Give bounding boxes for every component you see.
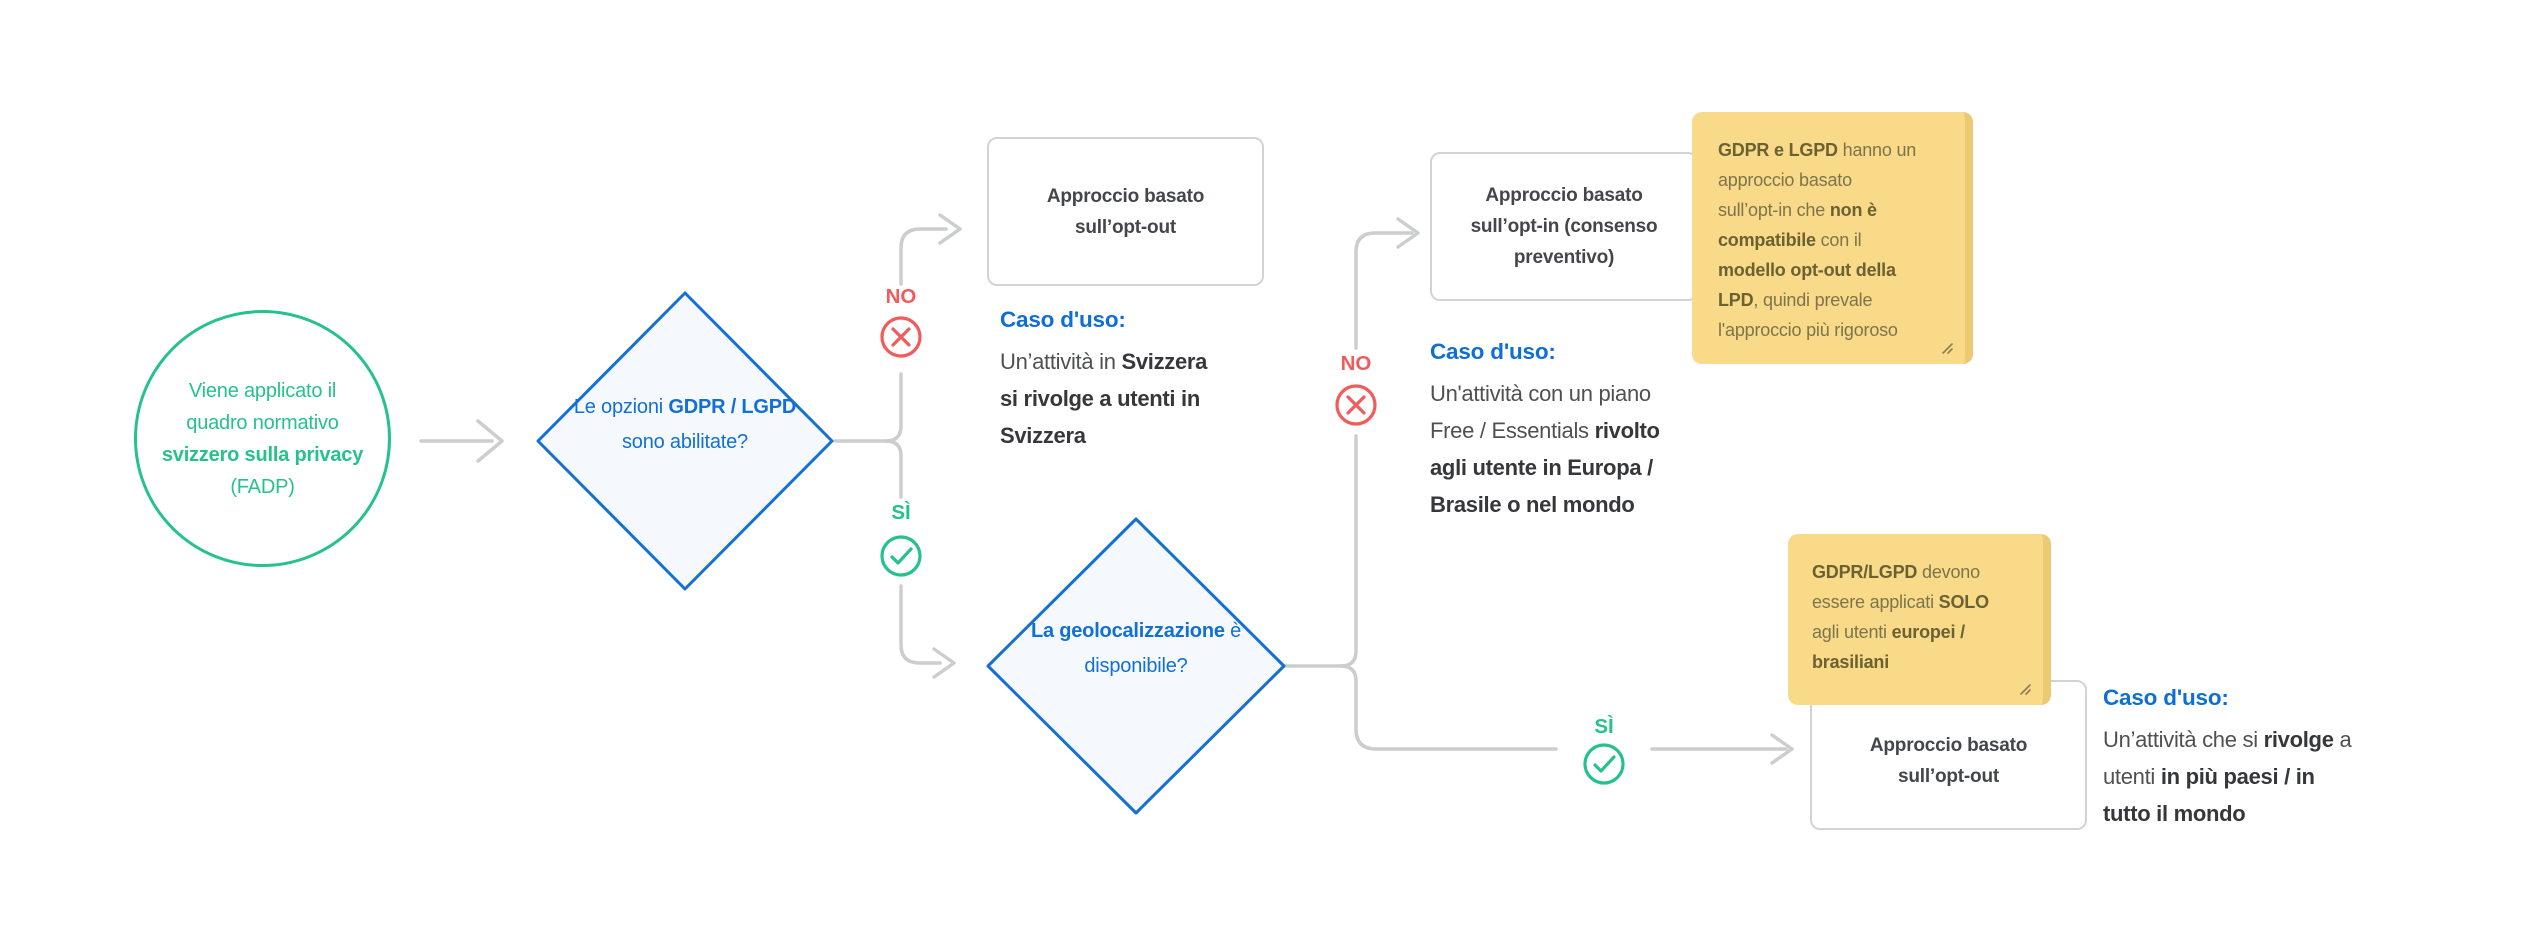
use-case-heading: Caso d'uso:: [1000, 307, 1126, 332]
x-circle-icon: [880, 316, 922, 358]
check-circle-icon: [1583, 743, 1625, 785]
branch2-no-label: NO: [1340, 352, 1372, 375]
use-case-1: Caso d'uso: Un’attività in Svizzera si r…: [1000, 306, 1300, 454]
use-case-text-line: Svizzera: [1000, 423, 1086, 448]
use-case-heading: Caso d'uso:: [2103, 685, 2229, 710]
branch2-no-line: [1282, 434, 1358, 668]
branch2-yes-line: [1339, 664, 1558, 751]
arrow-right-icon: [938, 213, 962, 245]
branch1-no-line-upper: [899, 227, 948, 286]
decision2-label: La geolocalizzazione è disponibile?: [1030, 620, 1242, 677]
outcome-box-opt-in: Approccio basato sull’opt-in (consenso p…: [1430, 152, 1698, 301]
outcome-box-opt-out-top: Approccio basato sull’opt-out: [987, 137, 1264, 286]
decision1-diamond-shape: [536, 291, 834, 591]
use-case-heading: Caso d'uso:: [1430, 339, 1556, 364]
arrow-right-icon: [1396, 217, 1420, 249]
branch1-no-line: [833, 372, 903, 443]
arrow-right-icon: [1770, 733, 1794, 765]
decision2-diamond-shape: [986, 517, 1286, 815]
x-circle-icon: [1335, 384, 1377, 426]
outcome-box-opt-out-bottom: Approccio basato sull’opt-out: [1810, 680, 2087, 830]
use-case-text-line: si rivolge a utenti in: [1000, 386, 1200, 411]
sticky-note-1: GDPR e LGPD hanno un approccio basato su…: [1692, 112, 1973, 364]
use-case-text-line: tutto il mondo: [2103, 801, 2246, 826]
use-case-text-line: Brasile o nel mondo: [1430, 492, 1635, 517]
use-case-text-line: Un’attività in Svizzera: [1000, 349, 1208, 374]
resize-handle-icon[interactable]: [2016, 680, 2032, 696]
branch2-no-line-upper: [1354, 231, 1414, 350]
start-node: Viene applicato il quadro normativo sviz…: [134, 310, 391, 567]
use-case-text-line: Un'attività con un piano: [1430, 381, 1651, 406]
start-node-text: Viene applicato il quadro normativo sviz…: [161, 379, 364, 498]
branch1-yes-line: [884, 439, 903, 499]
branch2-yes-label: SÌ: [1594, 715, 1614, 738]
sticky-note-2: GDPR/LGPD devono essere applicati SOLO a…: [1788, 534, 2051, 705]
use-case-2: Caso d'uso: Un'attività con un piano Fre…: [1430, 338, 1750, 523]
use-case-text-line: Un’attività che si rivolge a: [2103, 727, 2352, 752]
resize-handle-icon[interactable]: [1938, 339, 1954, 355]
use-case-text-line: agli utente in Europa /: [1430, 455, 1653, 480]
use-case-text-line: Free / Essentials rivolto: [1430, 418, 1660, 443]
decision1-label: Le opzioni GDPR / LGPD sono abilitate?: [573, 396, 797, 453]
use-case-text-line: utenti in più paesi / in: [2103, 764, 2315, 789]
branch1-yes-label: SÌ: [891, 501, 911, 524]
arrow-right-icon: [932, 647, 956, 679]
arrow-right-icon: [476, 419, 504, 463]
branch1-no-label: NO: [885, 285, 917, 308]
check-circle-icon: [880, 535, 922, 577]
branch1-yes-line-lower: [899, 584, 942, 665]
use-case-3: Caso d'uso: Un’attività che si rivolge a…: [2103, 684, 2463, 832]
